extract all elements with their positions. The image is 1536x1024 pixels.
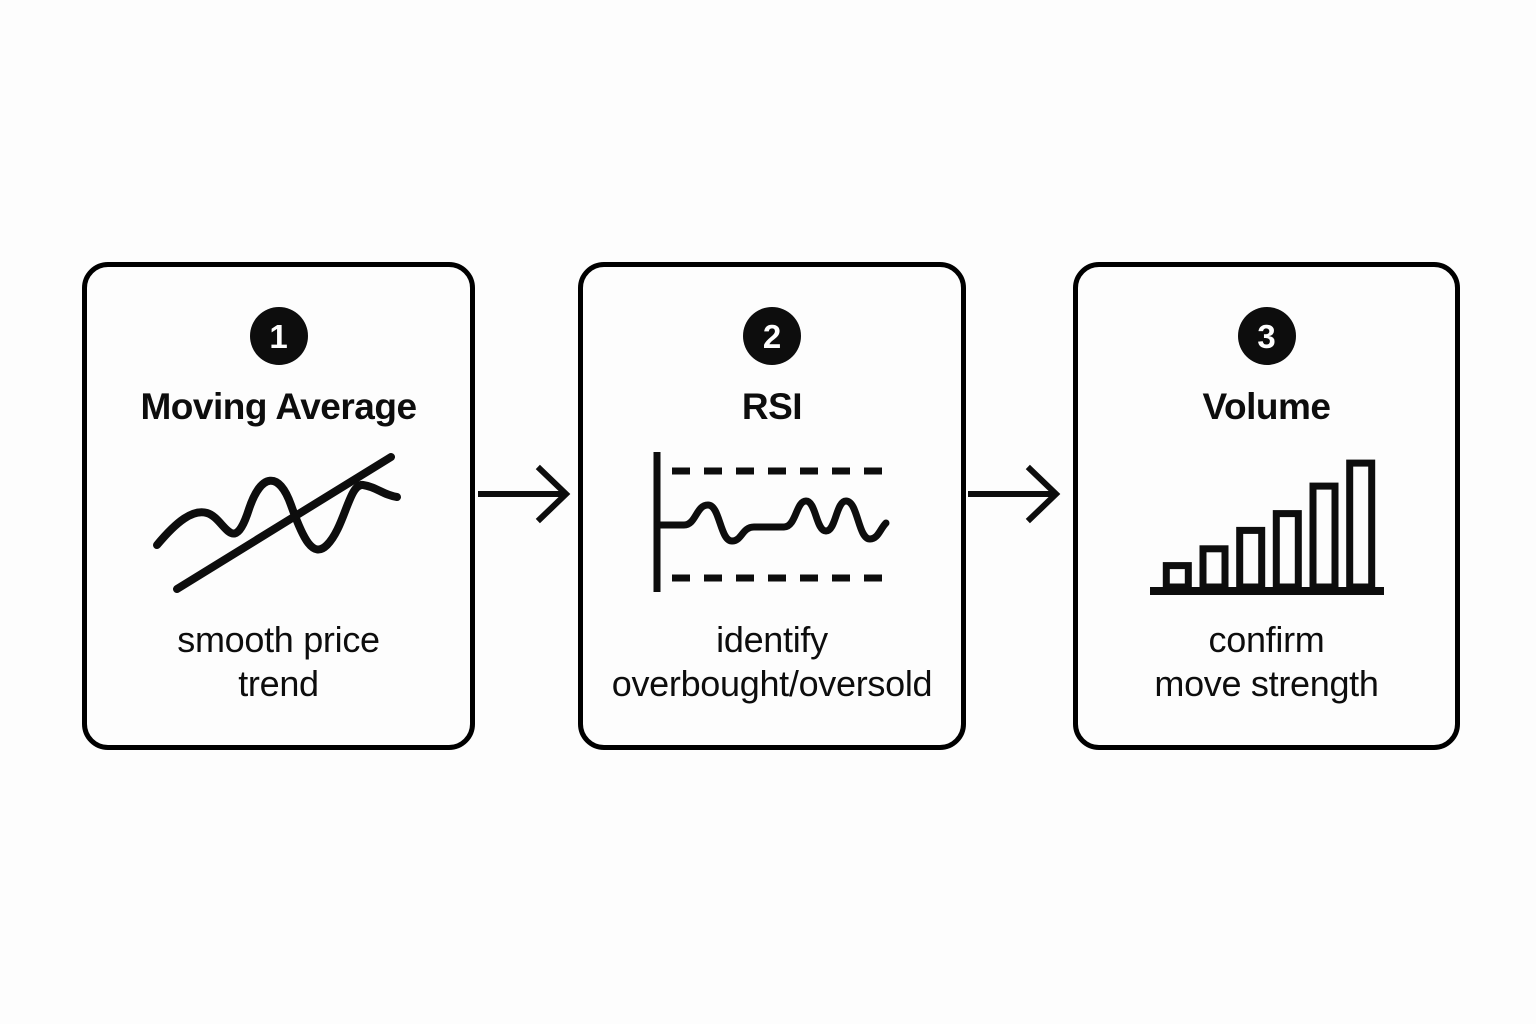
volume-bars-group — [1162, 459, 1375, 591]
volume-bar — [1345, 459, 1375, 591]
volume-bars-icon — [1078, 442, 1455, 602]
step-title-2: RSI — [741, 386, 803, 427]
step-card-volume[interactable]: 3 Volume confirm move strength — [1073, 262, 1460, 750]
volume-bar — [1199, 544, 1228, 591]
step-number-badge-2: 2 — [743, 307, 801, 365]
volume-bar — [1162, 561, 1192, 591]
step-card-rsi[interactable]: 2 RSI identify overbought/oversold — [578, 262, 966, 750]
volume-bar — [1235, 526, 1265, 591]
volume-bar — [1309, 482, 1338, 591]
arrow-step-2-to-3 — [967, 463, 1068, 525]
step-title-3: Volume — [1202, 386, 1331, 427]
step-number-badge-1: 1 — [249, 307, 308, 365]
volume-bar — [1272, 509, 1302, 591]
step-description-3: confirm move strength — [1154, 618, 1379, 704]
step-title-1: Moving Average — [140, 386, 417, 427]
step-card-moving-average[interactable]: 1 Moving Average smooth price trend — [82, 262, 475, 750]
moving-average-curve-icon — [87, 442, 470, 602]
rsi-oscillator-icon — [583, 442, 961, 602]
step-description-2: identify overbought/oversold — [611, 618, 933, 704]
step-description-1: smooth price trend — [177, 618, 380, 704]
step-number-badge-3: 3 — [1237, 307, 1296, 365]
arrow-step-1-to-2 — [477, 463, 578, 525]
